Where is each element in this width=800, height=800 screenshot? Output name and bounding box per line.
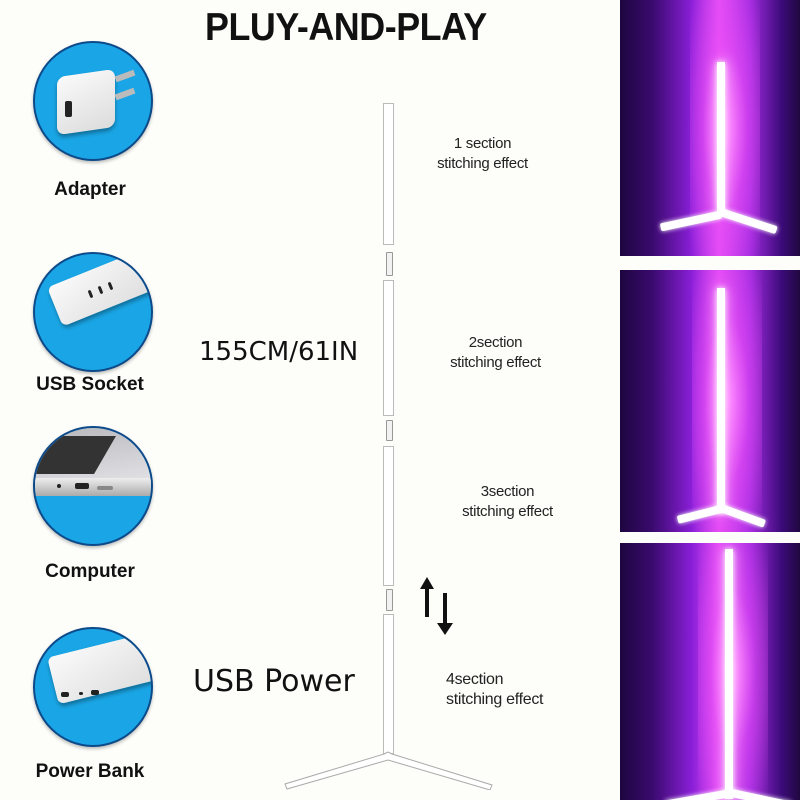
tripod-base-icon	[284, 751, 493, 790]
lamp-photo-3	[620, 543, 800, 800]
up-down-arrows-icon	[420, 577, 453, 635]
pole-connector	[386, 420, 393, 441]
source-label: Power Bank	[35, 761, 145, 782]
page-title: PLUY-AND-PLAY	[205, 6, 487, 49]
pole-section-3	[383, 446, 394, 586]
lamp-photo-1	[620, 0, 800, 256]
source-label: Computer	[45, 561, 135, 582]
source-label: USB Socket	[36, 374, 144, 395]
height-label: 155CM/61IN	[199, 337, 359, 367]
pole-section-1	[383, 103, 394, 245]
usb-wall-adapter-icon	[33, 41, 153, 161]
pole-section-4	[383, 614, 394, 754]
laptop-port-icon	[33, 426, 153, 546]
pole-connector	[386, 252, 393, 276]
power-bank-icon	[33, 627, 153, 747]
source-label: Adapter	[54, 179, 126, 200]
pole-section-2	[383, 280, 394, 416]
power-strip-icon	[33, 252, 153, 372]
pole-connector	[386, 589, 393, 611]
lamp-photo-2	[620, 270, 800, 532]
power-label: USB Power	[193, 664, 355, 699]
